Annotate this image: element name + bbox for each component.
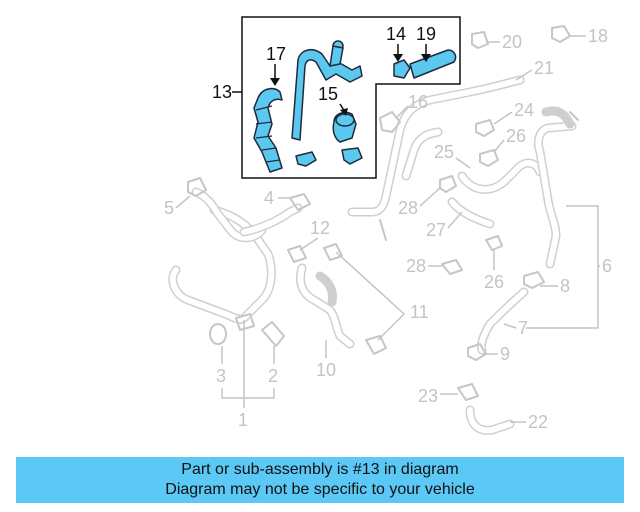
- parts-diagram: 17 15 14 19 13: [164, 16, 612, 435]
- callout-11[interactable]: 11: [410, 302, 429, 322]
- callout-8[interactable]: 8: [560, 276, 570, 296]
- callout-20[interactable]: 20: [502, 32, 522, 52]
- callout-18[interactable]: 18: [588, 26, 608, 46]
- callout-26b[interactable]: 26: [484, 272, 504, 292]
- part-15-fitting[interactable]: [332, 111, 357, 143]
- subassembly-13-group[interactable]: 17 15 14 19: [241, 16, 461, 179]
- callout-16[interactable]: 16: [408, 92, 428, 112]
- callout-4[interactable]: 4: [264, 188, 274, 208]
- callout-7[interactable]: 7: [518, 318, 528, 338]
- callout-9[interactable]: 9: [500, 344, 510, 364]
- callout-22[interactable]: 22: [528, 412, 548, 432]
- banner-line-2: Diagram may not be specific to your vehi…: [165, 481, 475, 498]
- info-banner: Part or sub-assembly is #13 in diagram D…: [16, 457, 624, 503]
- subassembly-13-frame: [241, 16, 461, 179]
- callout-6[interactable]: 6: [602, 256, 612, 276]
- callout-15[interactable]: 15: [318, 84, 338, 104]
- callout-19[interactable]: 19: [416, 24, 436, 44]
- part-19-hose[interactable]: [409, 49, 457, 79]
- banner-line-1: Part or sub-assembly is #13 in diagram: [181, 461, 459, 478]
- callout-12[interactable]: 12: [310, 218, 330, 238]
- callout-23[interactable]: 23: [418, 386, 438, 406]
- callout-17[interactable]: 17: [266, 44, 286, 64]
- callout-24[interactable]: 24: [514, 100, 534, 120]
- callout-28b[interactable]: 28: [406, 256, 426, 276]
- callout-25[interactable]: 25: [434, 142, 454, 162]
- callout-14[interactable]: 14: [386, 24, 406, 44]
- part-clip-b[interactable]: [341, 147, 363, 165]
- part-clip-a[interactable]: [295, 151, 317, 167]
- callout-13[interactable]: 13: [212, 82, 232, 102]
- callout-1[interactable]: 1: [238, 410, 248, 430]
- callout-27[interactable]: 27: [426, 220, 446, 240]
- ghost-parts: [168, 25, 579, 435]
- callout-3[interactable]: 3: [216, 366, 226, 386]
- callout-21[interactable]: 21: [534, 58, 554, 78]
- part-14-clamp[interactable]: [393, 59, 411, 79]
- gray-callouts: 20 18 21 16 24 26 25 5 4 28 27 12 28 26 …: [164, 26, 612, 432]
- callout-5[interactable]: 5: [164, 198, 174, 218]
- callout-26a[interactable]: 26: [506, 126, 526, 146]
- part-17-hose[interactable]: [253, 87, 283, 173]
- callout-2[interactable]: 2: [268, 366, 278, 386]
- callout-10[interactable]: 10: [316, 360, 336, 380]
- part-13-pipe[interactable]: [291, 40, 363, 141]
- callout-28a[interactable]: 28: [398, 198, 418, 218]
